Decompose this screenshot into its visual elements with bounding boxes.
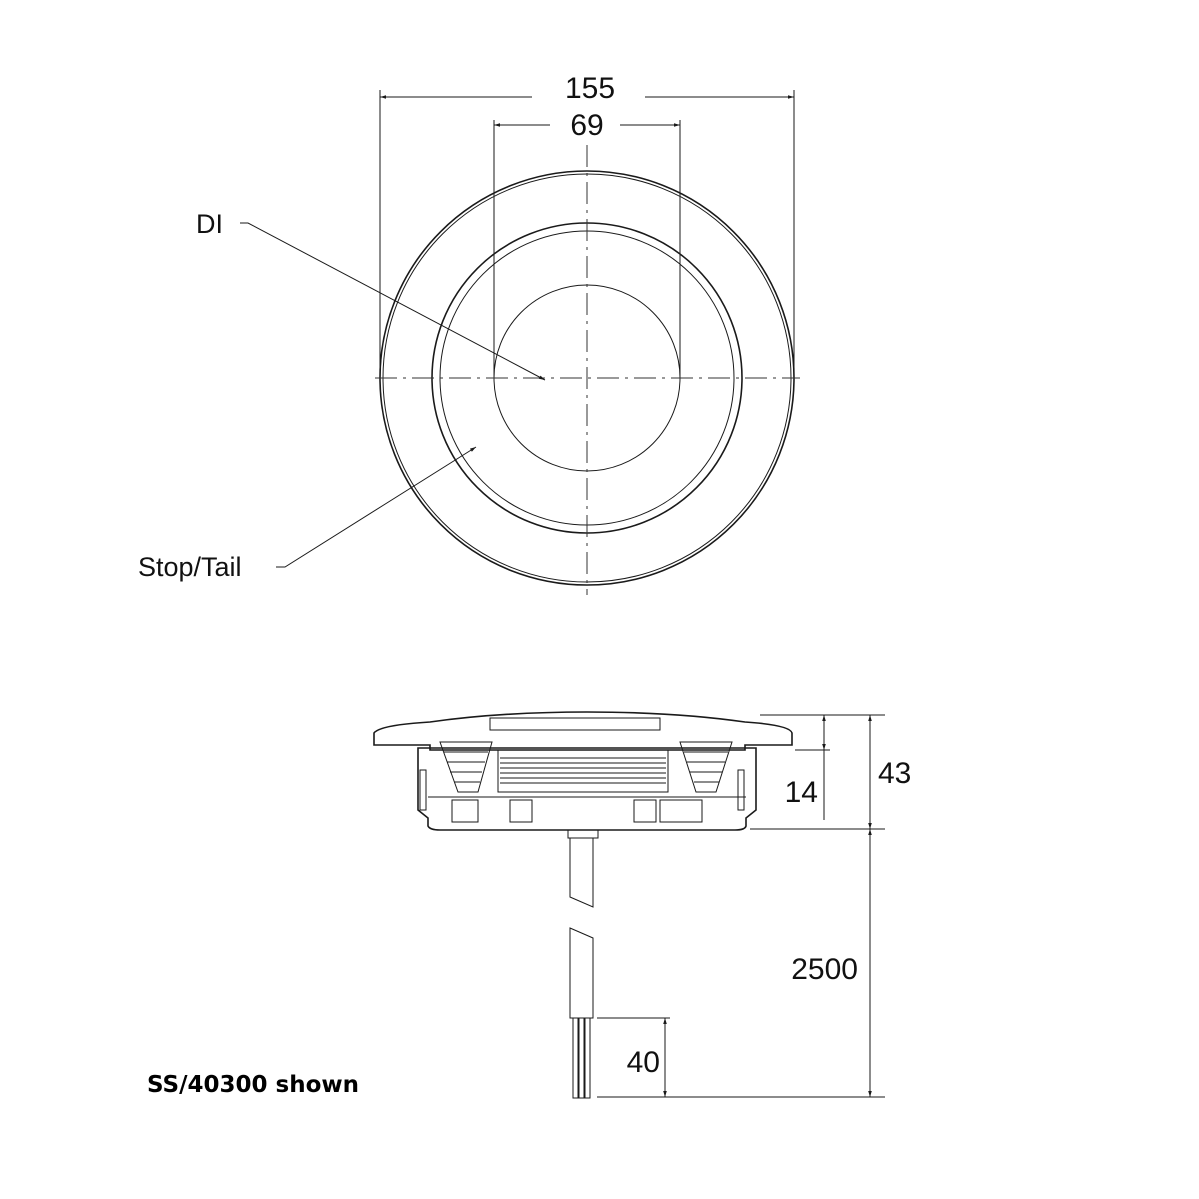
callout-label-di: DI	[196, 209, 223, 239]
left-reflector	[439, 741, 493, 793]
dimension-2500: 2500	[791, 829, 872, 1097]
cable-lower	[569, 927, 594, 1019]
dimension-14: 14	[785, 715, 826, 820]
dimension-155: 155	[380, 72, 794, 105]
dimension-label-2500: 2500	[791, 953, 858, 986]
lower-pocket	[633, 799, 657, 823]
cable-gland	[567, 829, 599, 839]
top-lens-inset	[489, 717, 661, 731]
dimension-label-69: 69	[570, 109, 603, 142]
side-section-view: 14 43 2500 40	[373, 711, 911, 1099]
flange-cover	[373, 711, 793, 751]
reflector-lines	[444, 751, 728, 783]
top-view: 155 69 DI Stop/Tail	[138, 72, 800, 595]
dimension-label-43: 43	[878, 757, 911, 790]
lower-pocket	[659, 799, 703, 823]
wire-leads	[572, 1017, 591, 1099]
callout-stop-tail: Stop/Tail	[138, 446, 477, 582]
cable-upper	[569, 838, 594, 908]
dimension-label-155: 155	[565, 72, 615, 105]
dimension-40: 40	[627, 1018, 667, 1097]
model-caption: SS/40300 shown	[147, 1072, 359, 1098]
cavity-fins	[500, 757, 666, 784]
dimension-label-40: 40	[627, 1046, 660, 1079]
body-housing	[417, 747, 757, 831]
right-reflector	[679, 741, 733, 793]
dimension-label-14: 14	[785, 776, 818, 809]
callout-di: DI	[196, 209, 546, 381]
lower-pocket	[451, 799, 479, 823]
dimension-69: 69	[494, 109, 680, 142]
dimension-43: 43	[868, 715, 911, 829]
inner-cavity	[497, 749, 669, 793]
callout-label-stop-tail: Stop/Tail	[138, 552, 242, 582]
thread-marks	[419, 769, 745, 811]
lower-pocket	[509, 799, 533, 823]
